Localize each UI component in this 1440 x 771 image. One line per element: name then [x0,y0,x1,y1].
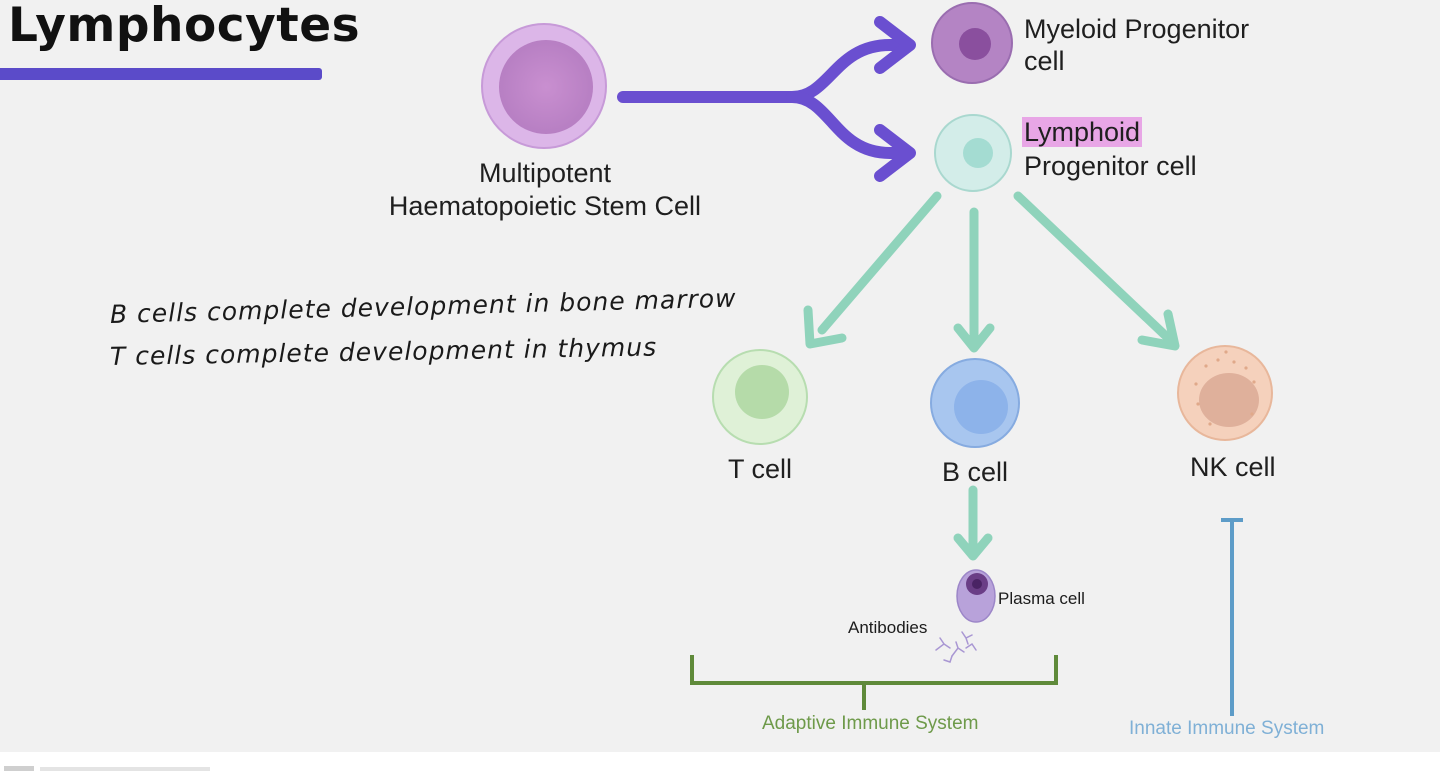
b-cell-icon [930,358,1020,448]
antibodies-label: Antibodies [848,618,928,637]
lymphoid-label-line2: Progenitor cell [1024,151,1197,181]
adaptive-bracket [690,655,1058,710]
lymphoid-progenitor-icon [934,114,1012,192]
footer-bar [0,752,1440,771]
plasma-cell-icon [956,569,996,623]
footer-icon [4,766,34,771]
diagram-art [481,2,1273,716]
myeloid-label-line2: cell [1024,46,1065,76]
t-cell-label: T cell [728,454,793,484]
antibodies-icon [935,631,977,663]
myeloid-label-line1: Myeloid Progenitor [1024,14,1250,44]
innate-system-label: Innate Immune System [1129,718,1325,739]
myeloid-progenitor-icon [931,2,1013,84]
nk-cell-label: NK cell [1190,452,1276,482]
stem-cell-icon [481,23,607,149]
innate-bar [1221,518,1243,716]
teal-arrows [803,191,1180,561]
adaptive-system-label: Adaptive Immune System [762,713,979,734]
lymphoid-highlight: Lymphoid [1022,117,1143,147]
slide-title: Lymphocytes [8,0,361,53]
slide: Lymphocytes [0,0,1440,752]
footer-text [40,767,210,771]
title-underline [0,68,322,80]
nk-cell-icon [1177,345,1273,441]
purple-fork-arrow [617,16,916,182]
plasma-cell-label: Plasma cell [998,589,1085,608]
lymphoid-label-line1: Lymphoid [1022,116,1143,149]
t-cell-icon [712,349,808,445]
stem-cell-label: Multipotent Haematopoietic Stem Cell [388,158,702,221]
b-cell-label: B cell [942,457,1009,487]
